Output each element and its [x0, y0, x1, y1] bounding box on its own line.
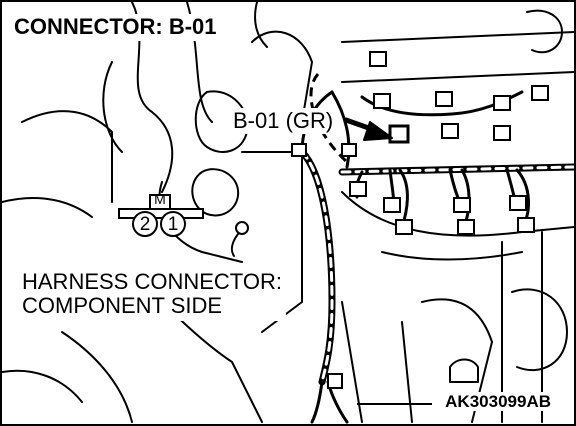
ground-wire	[230, 233, 239, 257]
cylinder-head-outline	[341, 191, 574, 237]
connector-block	[383, 197, 401, 213]
connector-callout-label: B-01 (GR)	[230, 108, 337, 134]
connector-block	[435, 91, 453, 107]
connector-blocks	[291, 51, 549, 389]
connector-block	[493, 125, 511, 141]
connector-block	[341, 143, 357, 157]
connector-block	[493, 95, 511, 111]
pin-1-label: 1	[167, 214, 179, 235]
connector-block	[369, 51, 387, 67]
figure-title: CONNECTOR: B-01	[12, 14, 219, 41]
connector-block	[441, 123, 459, 139]
connector-block	[349, 181, 367, 197]
engine-outline	[102, 61, 123, 153]
connector-block	[509, 195, 527, 211]
connector-face-symbol	[118, 194, 204, 237]
ground-terminal	[235, 221, 249, 235]
view-label-line1: HARNESS CONNECTOR:	[22, 269, 282, 294]
engine-outline	[191, 168, 240, 217]
pulley-outline	[526, 9, 563, 54]
figure-code: AK303099AB	[442, 392, 554, 411]
highlight-ring	[309, 73, 349, 164]
connector-pin-2	[132, 211, 158, 237]
connector-face-body	[118, 208, 204, 219]
cylinder-head-outline	[381, 251, 523, 261]
connector-block	[395, 219, 413, 235]
connector-block	[457, 219, 475, 235]
cylinder-head-outline	[341, 31, 574, 83]
connector-block-b01	[388, 124, 410, 144]
bracket-outline	[449, 358, 479, 383]
engine-outline	[194, 90, 249, 153]
connector-pin-1	[160, 211, 186, 237]
view-label-line2: COMPONENT SIDE	[22, 293, 223, 319]
connector-block	[453, 197, 471, 213]
engine-outline	[2, 369, 83, 403]
view-label: HARNESS CONNECTOR: COMPONENT SIDE	[20, 268, 286, 322]
connector-block	[517, 217, 535, 233]
cylinder-head-outline	[341, 301, 413, 423]
connector-block	[291, 143, 307, 157]
connector-block	[327, 373, 343, 389]
cylinder-head-outline	[421, 298, 493, 423]
connector-block	[531, 85, 549, 101]
callout-arrow	[343, 117, 393, 141]
engine-outline	[21, 110, 113, 203]
engine-outline	[254, 2, 268, 48]
connector-block	[373, 93, 391, 109]
pulley-outline	[511, 288, 568, 372]
pin-2-label: 2	[139, 214, 151, 235]
engine-outline	[61, 331, 133, 423]
engine-outline	[2, 196, 93, 218]
wiring-harness	[298, 148, 574, 424]
connector-key-label: M	[154, 191, 166, 207]
